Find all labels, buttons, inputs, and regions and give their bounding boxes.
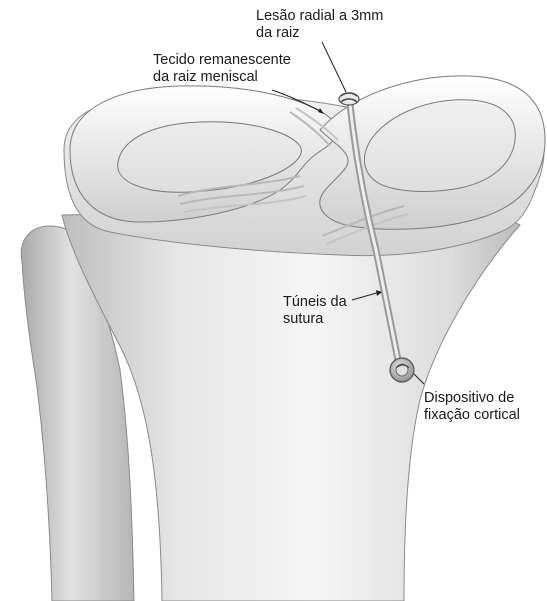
cortical-fixation-device bbox=[390, 358, 414, 382]
label-radial-lesion-line2: da raiz bbox=[256, 25, 383, 42]
leader-radial-lesion bbox=[322, 42, 346, 92]
label-remnant-tissue-line2: da raiz meniscal bbox=[153, 69, 291, 86]
label-remnant-tissue: Tecido remanescente da raiz meniscal bbox=[153, 52, 291, 86]
label-suture-tunnels: Túneis da sutura bbox=[283, 294, 347, 328]
suture-knot bbox=[339, 93, 359, 105]
label-remnant-tissue-line1: Tecido remanescente bbox=[153, 52, 291, 69]
label-radial-lesion-line1: Lesão radial a 3mm bbox=[256, 8, 383, 25]
label-cortical-device-line2: fixação cortical bbox=[424, 407, 520, 424]
label-cortical-device-line1: Dispositivo de bbox=[424, 390, 520, 407]
label-radial-lesion: Lesão radial a 3mm da raiz bbox=[256, 8, 383, 42]
label-suture-tunnels-line2: sutura bbox=[283, 311, 347, 328]
label-suture-tunnels-line1: Túneis da bbox=[283, 294, 347, 311]
label-cortical-device: Dispositivo de fixação cortical bbox=[424, 390, 520, 424]
